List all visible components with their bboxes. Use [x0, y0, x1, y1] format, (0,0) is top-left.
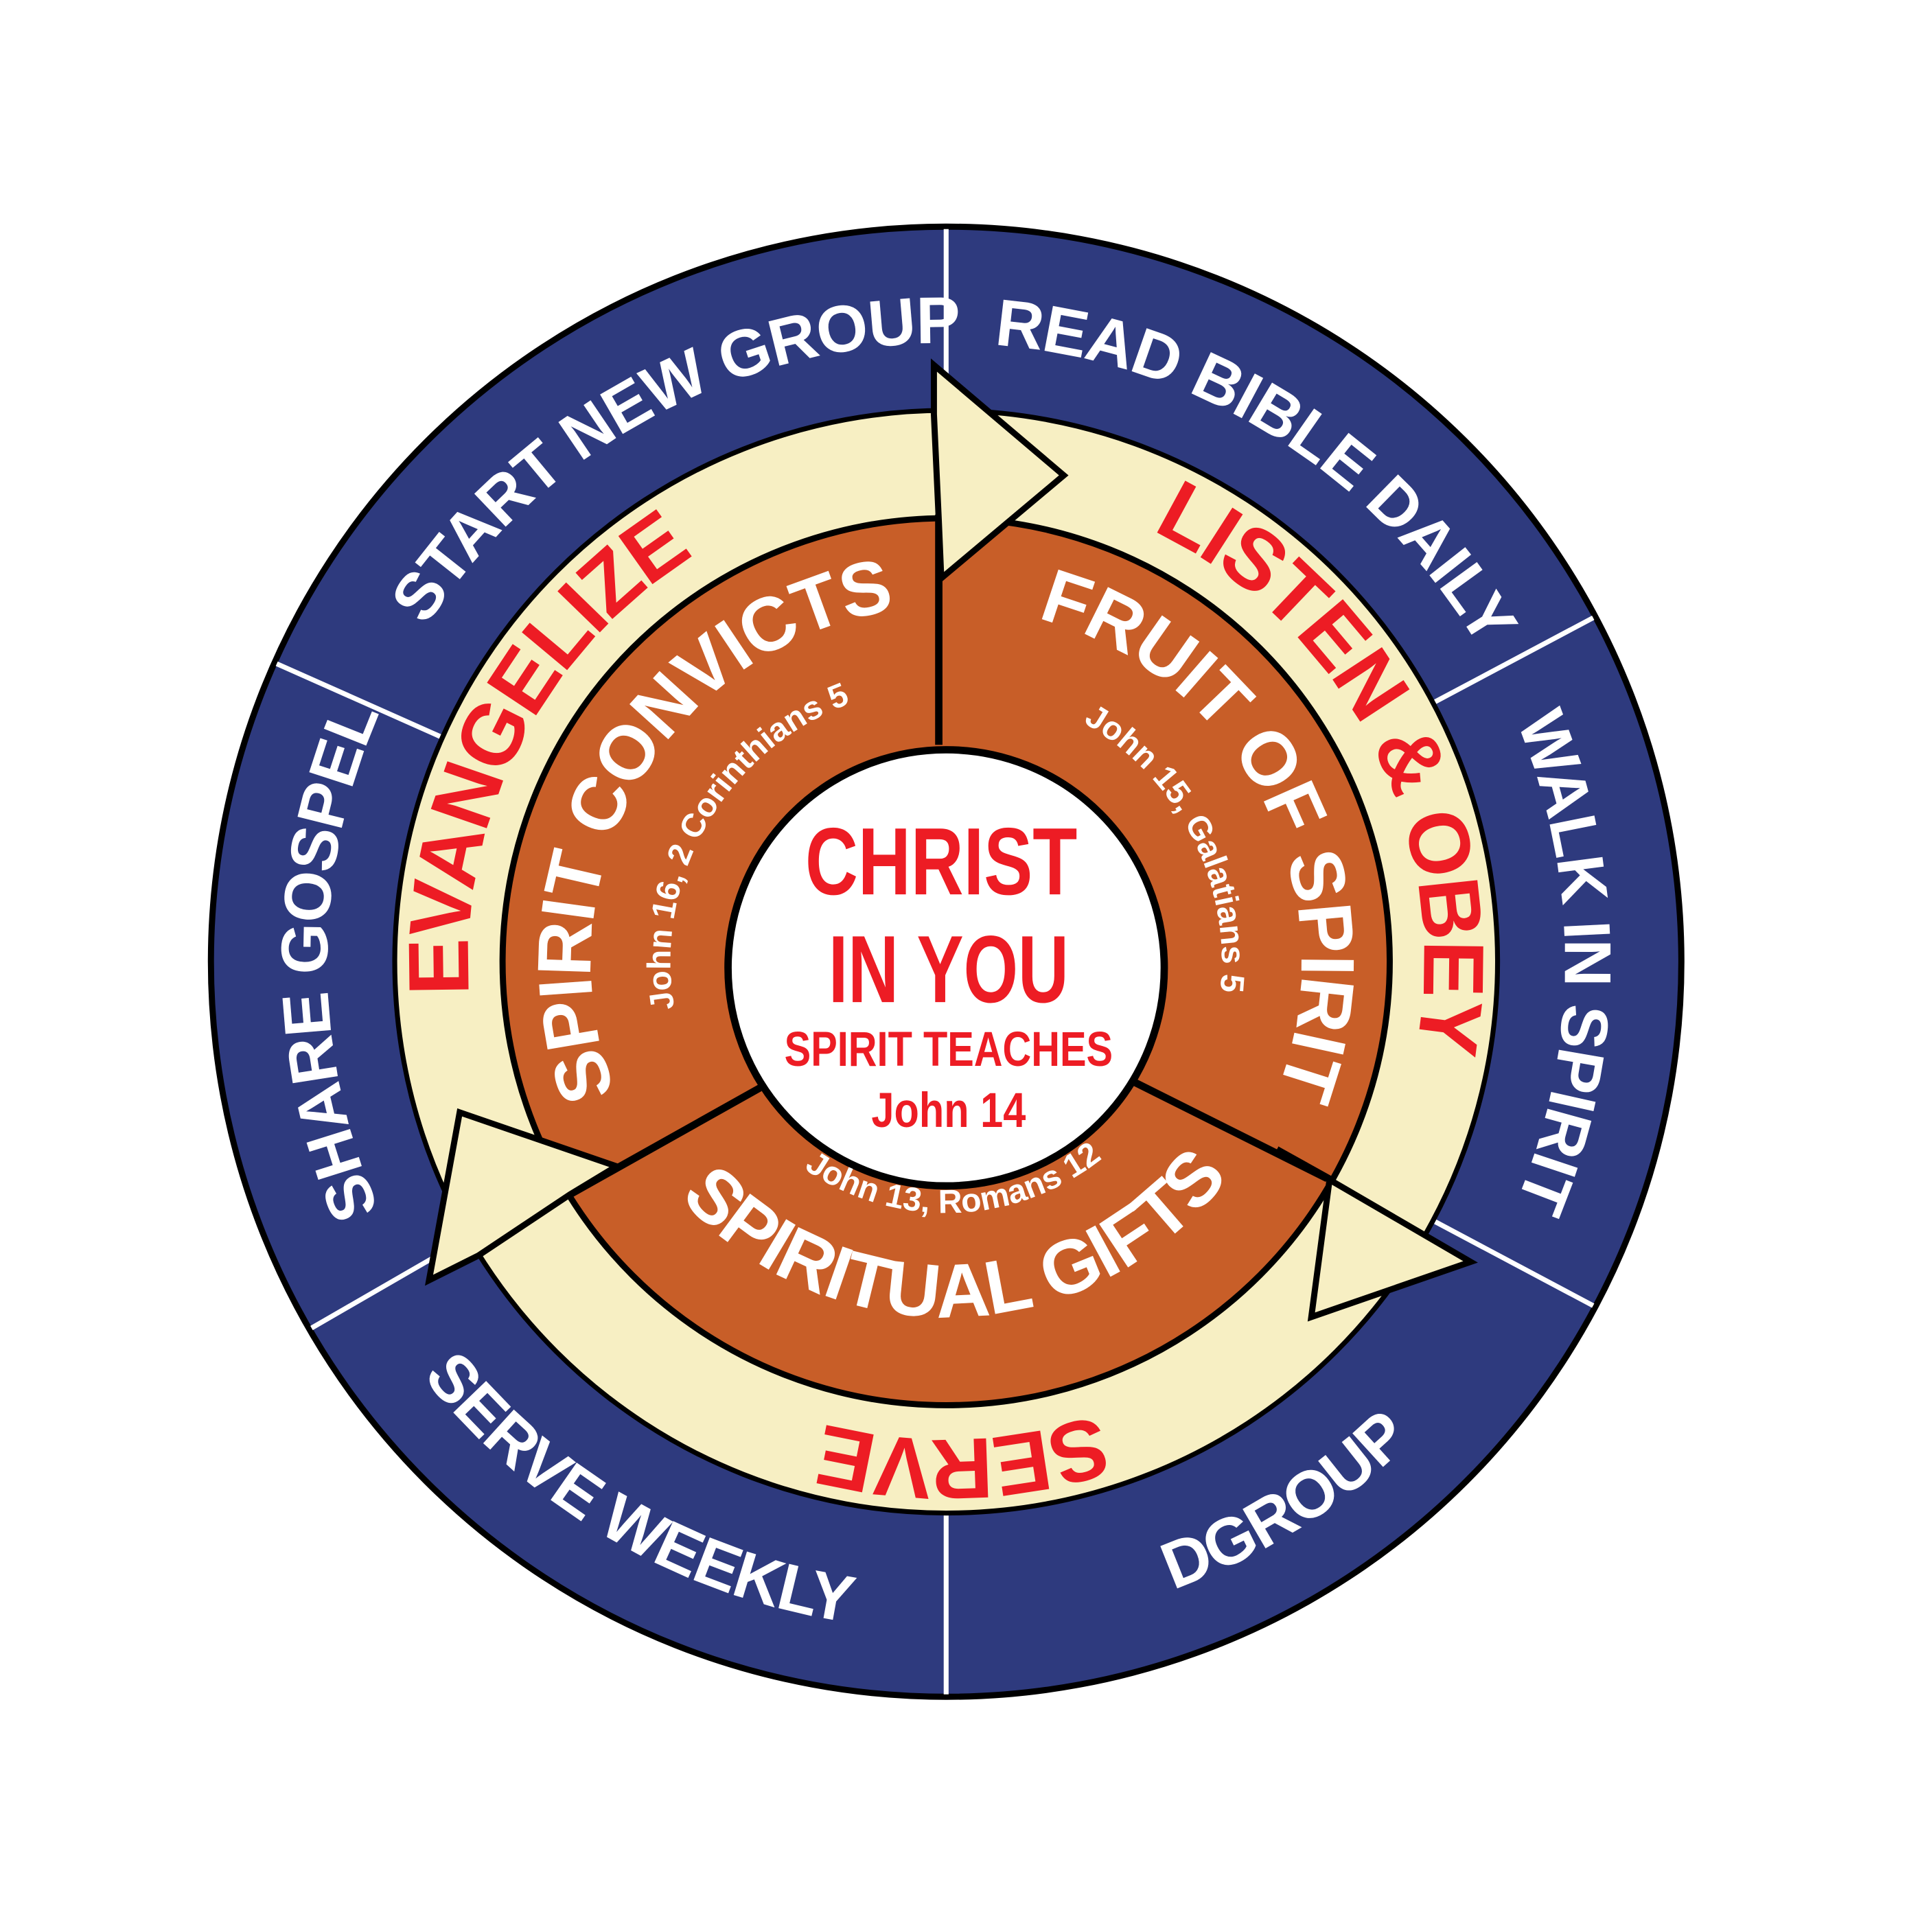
- cycle-arrowheads: [425, 358, 1478, 1322]
- center-reference: John 14: [871, 1083, 1026, 1138]
- outer-divider-2: [1434, 1219, 1595, 1308]
- center-subtitle: SPIRIT TEACHES: [785, 1022, 1113, 1077]
- center-title-line1: CHRIST: [805, 808, 1077, 915]
- outer-divider-5: [275, 661, 441, 739]
- center-text: CHRIST IN YOU SPIRIT TEACHES John 14: [785, 808, 1113, 1138]
- center-circle: [724, 746, 1168, 1190]
- arrowhead-top: [930, 358, 1069, 585]
- center-title-line2: IN YOU: [829, 916, 1069, 1023]
- arrowhead-right: [1275, 1146, 1478, 1322]
- outer-divider-1: [1434, 615, 1595, 704]
- arrowhead-left: [425, 1108, 624, 1286]
